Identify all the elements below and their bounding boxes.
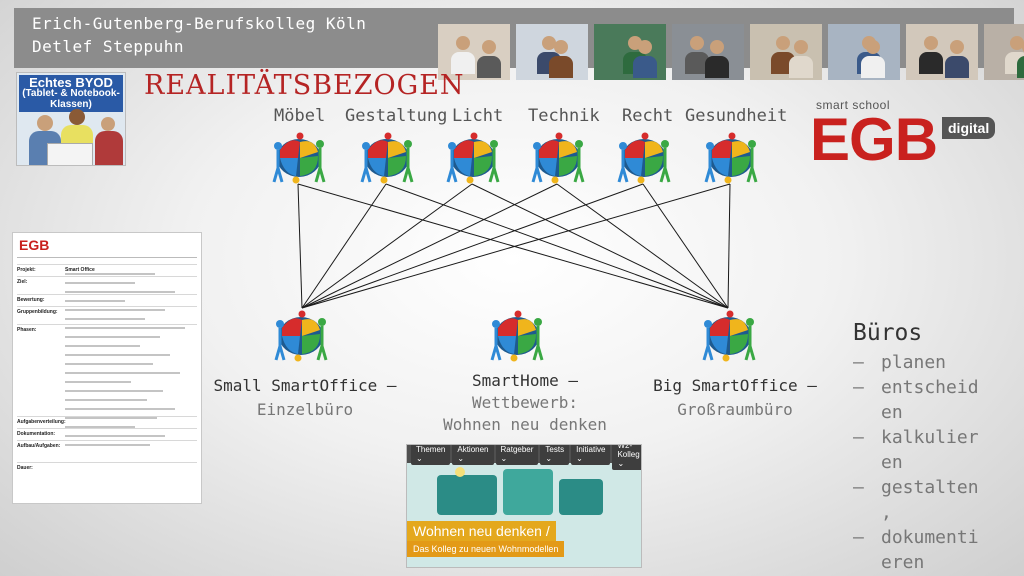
header-photo	[594, 24, 666, 80]
project-title: SmartHome –	[472, 371, 578, 390]
header-text: Erich-Gutenberg-Berufskolleg Köln Detlef…	[32, 12, 366, 58]
category-gestaltung: Gestaltung	[345, 106, 448, 126]
bueros-item-line: gestalten	[881, 477, 979, 498]
bueros-item-line: en	[881, 402, 903, 423]
website-screenshot: Themen ⌄Aktionen ⌄Ratgeber ⌄Tests ⌄Initi…	[406, 444, 642, 568]
website-headline: Wohnen neu denken /	[407, 521, 556, 541]
doc-row-label: Dokumentation:	[17, 431, 56, 437]
category-licht: Licht	[452, 106, 504, 126]
bueros-item-dash: –	[853, 477, 864, 498]
bueros-item-text: gestalten,	[881, 475, 979, 525]
doc-row-label: Ziel:	[17, 279, 28, 285]
egb-logo: EGB	[810, 106, 938, 173]
byod-photo: Echtes BYOD (Tablet- & Notebook-Klassen)	[16, 72, 126, 166]
people-puzzle-icon	[700, 306, 758, 368]
page-title: REALITÄTSBEZOGEN	[144, 70, 465, 101]
website-nav-item[interactable]: Initiative ⌄	[571, 445, 611, 465]
header-photo	[828, 24, 900, 80]
doc-row-label: Aufbau/Aufgaben:	[17, 443, 61, 449]
doc-row-value: Smart Office	[65, 267, 95, 273]
bueros-item-dash: –	[853, 527, 864, 548]
project-small-smartoffice: Small SmartOffice – Einzelbüro	[194, 374, 416, 422]
doc-row-label: Phasen:	[17, 327, 37, 333]
bueros-item: –entscheid en	[853, 375, 1013, 425]
header-photo	[750, 24, 822, 80]
project-subtitle: Wettbewerb:	[472, 393, 578, 412]
bueros-item-dash: –	[853, 427, 864, 448]
people-puzzle-icon	[488, 306, 546, 368]
header-photo	[672, 24, 744, 80]
website-nav-item[interactable]: Ratgeber ⌄	[495, 445, 539, 465]
category-technik: Technik	[528, 106, 600, 126]
byod-label: Echtes BYOD (Tablet- & Notebook-Klassen)	[19, 75, 123, 112]
bueros-title: Büros	[853, 320, 923, 346]
doc-logo: EGB	[19, 237, 50, 253]
header-photo	[906, 24, 978, 80]
header-photo	[984, 24, 1024, 80]
project-subtitle: Einzelbüro	[256, 400, 354, 419]
bueros-item-text: planen	[881, 350, 946, 375]
doc-row-label: Dauer:	[17, 465, 33, 471]
school-name: Erich-Gutenberg-Berufskolleg Köln	[32, 14, 367, 33]
bueros-item-line: entscheid	[881, 377, 979, 398]
category-gesundheit: Gesundheit	[685, 106, 788, 126]
bueros-item-text: kalkulier en	[881, 425, 979, 475]
people-puzzle-icon	[702, 128, 760, 190]
project-subtitle-2: Wohnen neu denken	[443, 415, 607, 434]
photo-strip	[438, 24, 1024, 80]
bueros-item: –gestalten,	[853, 475, 1013, 525]
doc-row-label: Gruppenbildung:	[17, 309, 58, 315]
bueros-item-line: ,	[881, 502, 892, 523]
website-nav-item[interactable]: W2-Kolleg ⌄	[612, 445, 641, 470]
author-name: Detlef Steppuhn	[32, 37, 184, 56]
header-photo	[516, 24, 588, 80]
website-subline: Das Kolleg zu neuen Wohnmodellen	[407, 541, 565, 557]
doc-row-label: Aufgabenverteilung:	[17, 419, 66, 425]
header-photo	[438, 24, 510, 80]
website-nav: Themen ⌄Aktionen ⌄Ratgeber ⌄Tests ⌄Initi…	[407, 445, 641, 470]
website-nav-item[interactable]: Themen ⌄	[411, 445, 451, 465]
bueros-item-line: dokumenti	[881, 527, 979, 548]
doc-row-label: Projekt:	[17, 267, 36, 273]
people-puzzle-icon	[615, 128, 673, 190]
people-puzzle-icon	[272, 306, 330, 368]
bueros-item-dash: –	[853, 352, 864, 373]
project-title: Big SmartOffice –	[653, 376, 817, 395]
logo-digital-badge: digital	[942, 117, 996, 139]
byod-title: Echtes BYOD	[29, 75, 113, 90]
doc-row-label: Bewertung:	[17, 297, 45, 303]
people-puzzle-icon	[529, 128, 587, 190]
bueros-item-dash: –	[853, 377, 864, 398]
people-puzzle-icon	[444, 128, 502, 190]
people-puzzle-icon	[358, 128, 416, 190]
bueros-item: –planen	[853, 350, 1013, 375]
project-big-smartoffice: Big SmartOffice – Großraumbüro	[632, 374, 838, 422]
project-title: Small SmartOffice –	[213, 376, 397, 395]
bueros-item-line: en	[881, 452, 903, 473]
website-nav-item[interactable]: Aktionen ⌄	[452, 445, 494, 465]
bueros-item-line: planen	[881, 352, 947, 373]
bueros-item-line: eren	[881, 552, 925, 573]
logo-tagline: smart school	[816, 98, 891, 112]
bueros-item-text: dokumenti eren	[881, 525, 979, 575]
people-puzzle-icon	[270, 128, 328, 190]
project-subtitle: Großraumbüro	[677, 400, 793, 419]
bueros-item-text: entscheid en	[881, 375, 979, 425]
category-recht: Recht	[622, 106, 674, 126]
bueros-item: –kalkulier en	[853, 425, 1013, 475]
website-nav-item[interactable]: Tests ⌄	[540, 445, 570, 465]
category-moebel: Möbel	[274, 106, 326, 126]
project-smarthome: SmartHome – Wettbewerb: Wohnen neu denke…	[420, 370, 630, 436]
bueros-item: –dokumenti eren	[853, 525, 1013, 575]
byod-subtitle: (Tablet- & Notebook-Klassen)	[22, 88, 120, 110]
bueros-item-line: kalkulier	[881, 427, 979, 448]
